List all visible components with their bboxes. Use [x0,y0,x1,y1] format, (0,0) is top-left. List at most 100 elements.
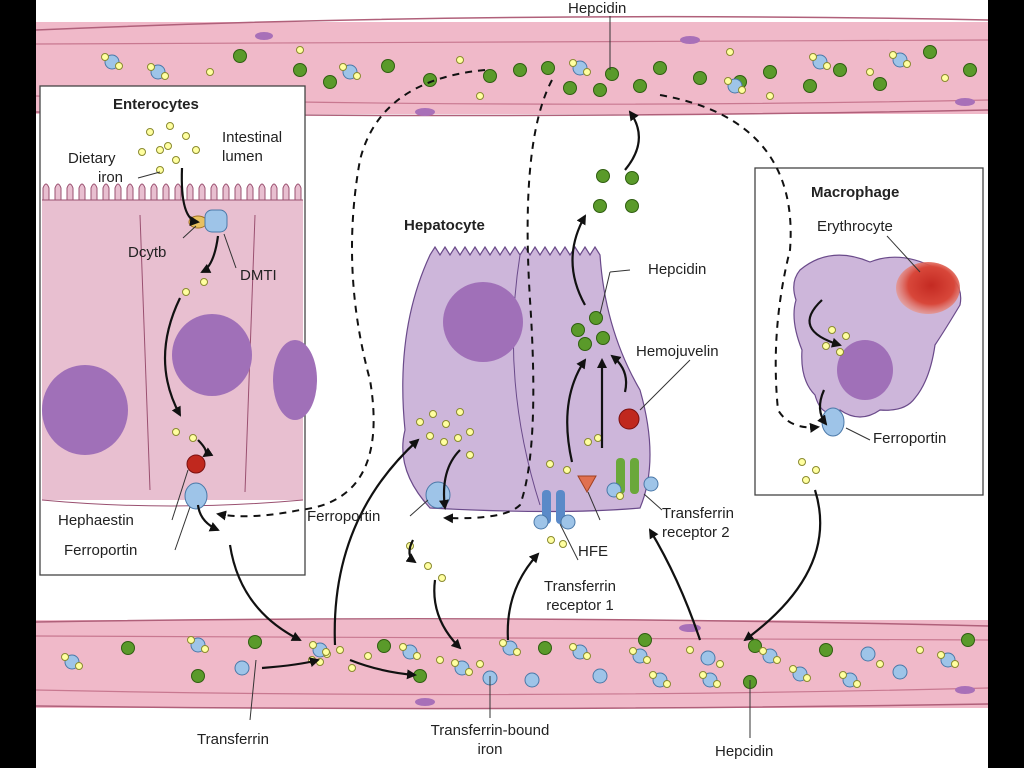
macrophage-nucleus [837,340,893,400]
transferrin-receptor-1-protein [533,490,576,530]
iron-dot [716,660,724,668]
iron-dot [172,156,180,164]
transferrin-receptor-1-label-line1: Transferrin [544,578,616,595]
hepcidin-dot [963,63,977,77]
hepcidin-dot [873,77,887,91]
iron-dot [451,659,459,667]
hepcidin-dot [589,311,603,325]
iron-dot [156,146,164,154]
bottom-blood-vessel [35,618,989,710]
hepcidin-dot [653,61,667,75]
iron-dot [75,662,83,670]
dietary-iron-label-line1: Dietary [68,150,116,167]
hfe-label: HFE [578,543,608,560]
iron-dot [726,48,734,56]
iron-dot [399,643,407,651]
iron-dot [584,438,592,446]
iron-dot [594,434,602,442]
iron-dot [789,665,797,673]
iron-dot [828,326,836,334]
iron-dot [456,408,464,416]
hepcidin-dot [748,639,762,653]
iron-dot [569,643,577,651]
bottom-hepcidin-label: Hepcidin [715,743,774,760]
hepcidin-dot [638,633,652,647]
transferrin-dot [234,660,250,676]
iron-dot [424,562,432,570]
hepcidin-dot [923,45,937,59]
iron-dot [206,68,214,76]
iron-dot [569,59,577,67]
solid-arrows [163,110,842,680]
iron-dot [546,460,554,468]
hepcidin-dot [377,639,391,653]
molecule-dots [61,45,977,689]
iron-dot [429,410,437,418]
ferroportin-hepatocyte [425,481,451,509]
iron-dot [442,420,450,428]
iron-dot [339,63,347,71]
hepcidin-dot [625,171,639,185]
hfe-protein [577,475,597,494]
iron-dot [201,645,209,653]
transferrin-dot [524,672,540,688]
iron-dot [438,574,446,582]
iron-dot [182,288,190,296]
iron-dot [101,53,109,61]
hepcidin-dot [293,63,307,77]
iron-dot [773,656,781,664]
iron-dot [465,668,473,676]
ferroportin-hepatocyte-label: Ferroportin [307,508,381,525]
iron-dot [182,132,190,140]
iron-dot [941,74,949,82]
erythrocyte-label: Erythrocyte [817,218,893,235]
iron-dot [853,680,861,688]
iron-dot [61,653,69,661]
iron-dot [456,56,464,64]
iron-dot [156,166,164,174]
iron-dot [937,651,945,659]
intestinal-lumen-label-line2: lumen [222,148,263,165]
hepcidin-dot [763,65,777,79]
iron-dot [322,648,330,656]
dcytb-label: Dcytb [128,244,167,261]
iron-dot [559,540,567,548]
dietary-iron-label-line2: iron [98,169,124,186]
iron-dot [187,636,195,644]
transferrin-receptor-2-label-line1: Transferrin [662,505,734,522]
transferrin-label: Transferrin [197,731,269,748]
iron-dot [336,646,344,654]
iron-dot [426,432,434,440]
iron-dot [738,86,746,94]
hepcidin-dot [593,199,607,213]
iron-dot [798,458,806,466]
hepcidin-dot [693,71,707,85]
transferrin-dot [860,646,876,662]
iron-dot [413,652,421,660]
hepcidin-dot [833,63,847,77]
transferrin-bound-iron-label-line1: Transferrin-bound [430,722,550,739]
hepcidin-dot [541,61,555,75]
iron-dot [903,60,911,68]
iron-dot [454,434,462,442]
hephaestin-protein [186,454,206,474]
enterocyte-nucleus [172,314,252,396]
hepcidin-dot [961,633,975,647]
hepcidin-dot [423,73,437,87]
iron-dot [309,641,317,649]
iron-dot [699,671,707,679]
iron-dot [802,476,810,484]
iron-dot [348,664,356,672]
iron-dot [809,53,817,61]
hepatocyte-nucleus [443,282,523,362]
iron-dot [296,46,304,54]
iron-dot [476,660,484,668]
iron-dot [649,671,657,679]
enterocyte-nucleus [42,365,128,455]
iron-dot [822,342,830,350]
hepcidin-dot [596,169,610,183]
iron-dot [200,278,208,286]
iron-dot [416,418,424,426]
enterocytes-title: Enterocytes [113,96,199,113]
iron-dot [476,92,484,100]
